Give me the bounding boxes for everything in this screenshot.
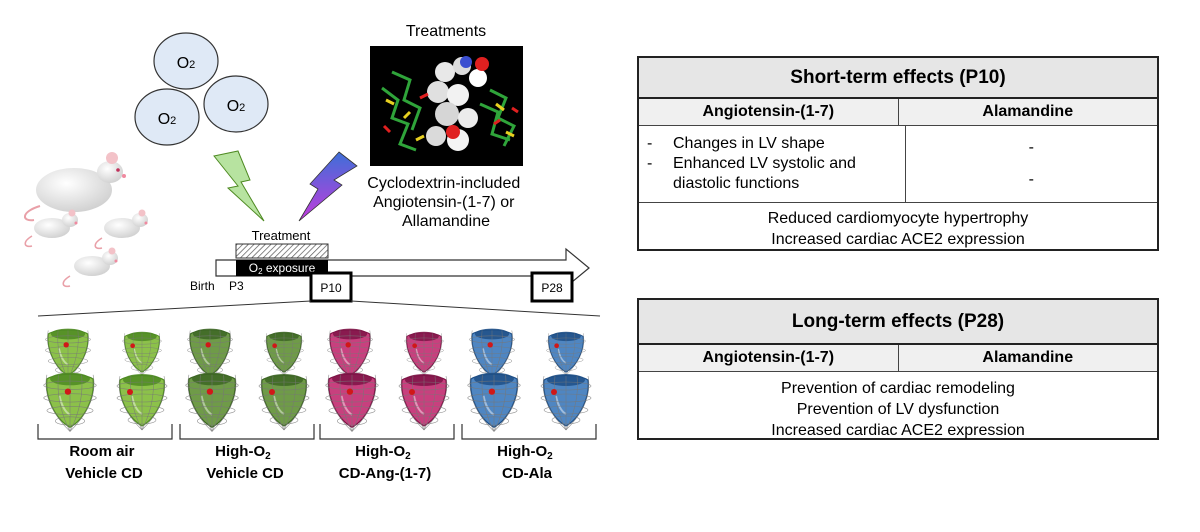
no-effect-dash: - bbox=[1028, 171, 1034, 188]
p10-label: P10 bbox=[320, 281, 342, 295]
heart-mesh-model bbox=[185, 372, 239, 432]
rat-illustration bbox=[24, 152, 126, 222]
svg-text:O2: O2 bbox=[158, 111, 177, 128]
short-term-title: Short-term effects (P10) bbox=[639, 58, 1157, 99]
heart-mesh-model bbox=[398, 374, 450, 431]
long-term-title: Long-term effects (P28) bbox=[639, 300, 1157, 345]
treatment-label: Treatment bbox=[252, 228, 311, 243]
heart-mesh-model bbox=[469, 328, 515, 380]
rat-illustration bbox=[94, 209, 148, 250]
treatments-caption: Cyclodextrin-included Angiotensin-(1-7) … bbox=[367, 175, 524, 230]
heart-mesh-model bbox=[540, 374, 592, 431]
column-header-angiotensin: Angiotensin-(1-7) bbox=[639, 99, 899, 125]
p28-box bbox=[530, 271, 574, 303]
shared-effect-line: Prevention of cardiac remodeling bbox=[781, 380, 1015, 397]
diagram-canvas: O2 O2 O2 Treatments Cyclodextrin-include… bbox=[24, 23, 601, 482]
short-term-effects-row: - Changes in LV shape - Enhanced LV syst… bbox=[639, 126, 1157, 203]
short-term-column-headers: Angiotensin-(1-7) Alamandine bbox=[639, 99, 1157, 126]
effect-item: - Enhanced LV systolic and diastolic fun… bbox=[647, 154, 899, 194]
heart-mesh-model bbox=[325, 372, 379, 432]
heart-mesh-model bbox=[467, 372, 521, 432]
group-label-high-o2-ala: High-O2 CD-Ala bbox=[497, 443, 557, 482]
green-lightning-icon bbox=[213, 150, 265, 222]
group-brace bbox=[461, 424, 597, 440]
p10-box bbox=[309, 271, 353, 303]
group-brace bbox=[319, 424, 455, 440]
group-label-high-o2-vehicle: High-O2 Vehicle CD bbox=[206, 443, 284, 482]
heart-mesh-model bbox=[404, 331, 444, 376]
heart-mesh-model bbox=[327, 328, 373, 380]
heart-mesh-model bbox=[43, 372, 97, 432]
o2-exposure-bar bbox=[236, 260, 328, 276]
group-label-high-o2-ang: High-O2 CD-Ang-(1-7) bbox=[339, 443, 431, 482]
long-term-column-headers: Angiotensin-(1-7) Alamandine bbox=[639, 345, 1157, 372]
svg-text:O2: O2 bbox=[227, 98, 246, 115]
long-term-effects-table: Long-term effects (P28) Angiotensin-(1-7… bbox=[637, 298, 1159, 440]
column-header-angiotensin: Angiotensin-(1-7) bbox=[639, 345, 899, 371]
effect-text: Enhanced LV systolic and diastolic funct… bbox=[673, 155, 856, 192]
o2-bubble: O2 bbox=[134, 88, 200, 146]
heart-mesh-model bbox=[116, 374, 168, 431]
zoom-line bbox=[350, 300, 601, 317]
treatment-hatched-bar bbox=[235, 243, 329, 259]
heart-mesh-model bbox=[45, 328, 91, 380]
treatments-title: Treatments bbox=[406, 23, 486, 40]
group-label-room-air: Room air Vehicle CD bbox=[65, 443, 143, 482]
heart-mesh-model bbox=[264, 331, 304, 376]
heart-mesh-model bbox=[187, 328, 233, 380]
shared-effect-line: Increased cardiac ACE2 expression bbox=[771, 231, 1025, 248]
p3-label: P3 bbox=[229, 279, 244, 293]
short-term-effects-table: Short-term effects (P10) Angiotensin-(1-… bbox=[637, 56, 1159, 251]
svg-text:O2: O2 bbox=[177, 55, 196, 72]
o2-bubble: O2 bbox=[203, 75, 269, 133]
rat-illustration bbox=[24, 209, 78, 248]
purple-lightning-icon bbox=[298, 151, 358, 222]
group-brace bbox=[37, 424, 173, 440]
alamandine-effects-cell: - - bbox=[906, 126, 1158, 202]
heart-mesh-model bbox=[258, 374, 310, 431]
heart-mesh-model bbox=[122, 331, 162, 376]
effect-item: - Changes in LV shape bbox=[647, 134, 899, 154]
rat-illustration bbox=[62, 247, 118, 288]
timeline: Treatment O2 exposure Birth P3 P10 P28 bbox=[37, 228, 601, 317]
p28-label: P28 bbox=[541, 281, 563, 295]
zoom-line bbox=[37, 300, 312, 317]
shared-effect-line: Reduced cardiomyocyte hypertrophy bbox=[767, 210, 1029, 227]
shared-effect-line: Increased cardiac ACE2 expression bbox=[771, 422, 1025, 439]
effect-text: Changes in LV shape bbox=[673, 135, 825, 152]
o2-exposure-label: O2 exposure bbox=[249, 261, 316, 276]
molecule-image bbox=[370, 46, 523, 166]
no-effect-dash: - bbox=[1028, 139, 1034, 156]
group-brace bbox=[179, 424, 315, 440]
long-term-shared-effects: Prevention of cardiac remodeling Prevent… bbox=[639, 372, 1157, 446]
bullet-dash: - bbox=[647, 135, 653, 152]
angiotensin-effects-cell: - Changes in LV shape - Enhanced LV syst… bbox=[639, 126, 906, 202]
birth-label: Birth bbox=[190, 279, 215, 293]
shared-effects: Reduced cardiomyocyte hypertrophy Increa… bbox=[639, 203, 1157, 255]
heart-mesh-model bbox=[546, 331, 586, 376]
shared-effect-line: Prevention of LV dysfunction bbox=[796, 401, 1000, 418]
column-header-alamandine: Alamandine bbox=[982, 349, 1074, 366]
o2-bubble: O2 bbox=[153, 32, 219, 90]
column-header-alamandine: Alamandine bbox=[982, 103, 1074, 120]
bullet-dash: - bbox=[647, 155, 653, 172]
